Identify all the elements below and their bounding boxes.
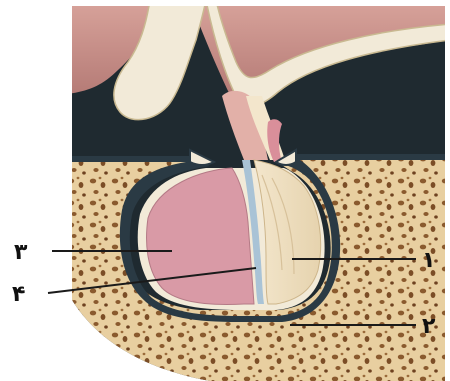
label-1: ۱ [422, 248, 435, 273]
illustration [60, 0, 450, 381]
label-2: ۲ [422, 314, 436, 339]
label-4: ۴ [12, 282, 25, 307]
label-3: ۳ [14, 240, 28, 265]
